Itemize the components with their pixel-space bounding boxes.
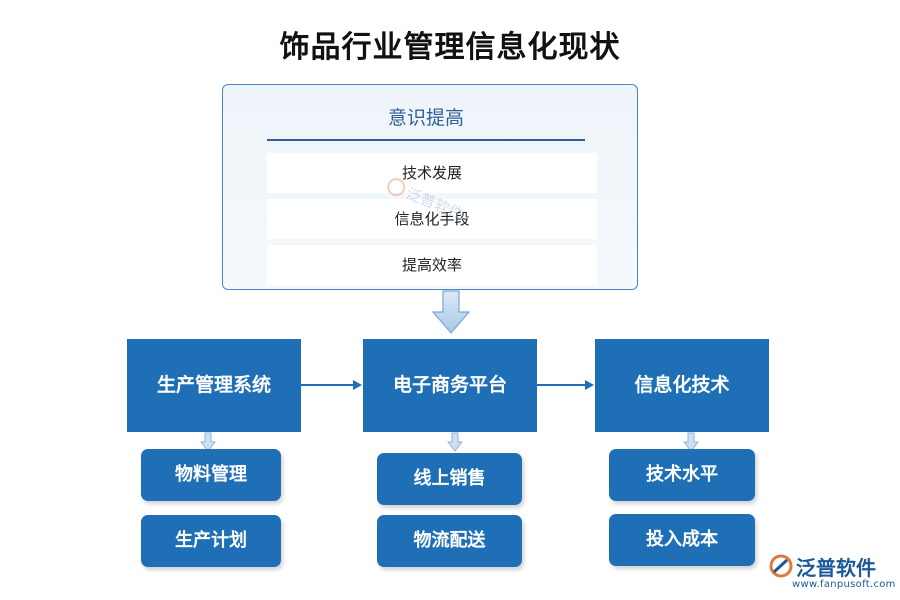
sub-box-online-sales: 线上销售 <box>377 453 522 505</box>
awareness-panel: 意识提高 技术发展 信息化手段 提高效率 泛普软件 <box>222 84 638 290</box>
panel-row: 信息化手段 <box>267 199 597 239</box>
small-down-arrow-icon <box>200 432 216 452</box>
sub-box-materials: 物料管理 <box>141 449 281 501</box>
down-arrow-icon <box>432 290 470 334</box>
right-arrow-icon <box>301 380 362 390</box>
sub-box-tech-level: 技术水平 <box>609 449 755 501</box>
sub-box-logistics: 物流配送 <box>377 515 522 567</box>
logo-url: www.fanpusoft.com <box>792 579 896 590</box>
right-arrow-icon <box>537 380 594 390</box>
brand-logo: 泛普软件 www.fanpusoft.com <box>768 550 896 598</box>
heading-underline <box>267 139 585 141</box>
logo-icon <box>769 554 793 578</box>
logo-name: 泛普软件 <box>796 556 876 580</box>
sub-box-investment-cost: 投入成本 <box>609 514 755 566</box>
small-down-arrow-icon <box>683 432 699 452</box>
box-it-technology: 信息化技术 <box>595 339 769 432</box>
panel-heading: 意识提高 <box>387 107 464 129</box>
box-ecommerce-platform: 电子商务平台 <box>363 339 537 432</box>
sub-box-production-plan: 生产计划 <box>141 515 281 567</box>
box-production-system: 生产管理系统 <box>127 339 301 432</box>
panel-row: 技术发展 <box>267 153 597 193</box>
small-down-arrow-icon <box>447 432 463 452</box>
diagram-title: 饰品行业管理信息化现状 <box>279 30 621 65</box>
panel-row: 提高效率 <box>267 245 597 285</box>
